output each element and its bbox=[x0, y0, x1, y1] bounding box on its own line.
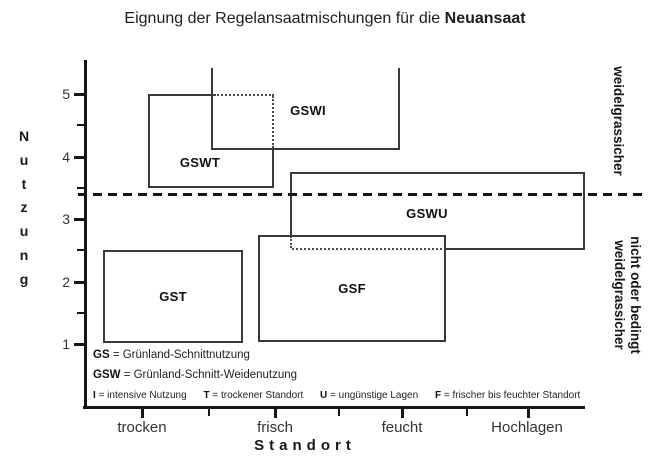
gswu-box-edge-bottom-hidden bbox=[292, 248, 446, 250]
legend-text: = trockener Standort bbox=[212, 390, 304, 401]
chart-title-regular: Eignung der Regelansaatmischungen für di… bbox=[124, 10, 445, 27]
legend-item: I = intensive Nutzung bbox=[93, 390, 187, 401]
x-tick-label: feucht bbox=[381, 419, 423, 436]
y-tick-label: 2 bbox=[62, 274, 70, 290]
gsf-box: GSF bbox=[258, 235, 446, 342]
y-tick-minor bbox=[77, 187, 85, 189]
right-label-nicht-weidelgrassicher: nicht oder bedingt weidelgrassicher bbox=[611, 225, 643, 365]
gst-label: GST bbox=[159, 289, 187, 304]
y-tick-minor bbox=[77, 249, 85, 251]
legend-key: GS bbox=[93, 349, 110, 361]
legend-text: = Grünland-Schnittnutzung bbox=[112, 349, 250, 361]
y-tick-minor bbox=[77, 124, 85, 126]
right-label-line2: weidelgrassicher bbox=[612, 240, 627, 350]
x-tick-major bbox=[527, 406, 530, 418]
x-tick-major bbox=[401, 406, 404, 418]
gswi-label: GSWI bbox=[290, 103, 326, 118]
legend-item: U = ungünstige Lagen bbox=[320, 390, 418, 401]
gswi-box-edge-left bbox=[211, 68, 213, 150]
y-axis-title-letter: N bbox=[18, 128, 30, 144]
y-tick-label: 4 bbox=[62, 149, 70, 165]
y-tick-major bbox=[74, 218, 85, 221]
x-tick-minor bbox=[338, 406, 340, 416]
legend-line-gsw: GSW = Grünland-Schnitt-Weidenutzung bbox=[93, 369, 297, 381]
y-tick-label: 1 bbox=[62, 336, 70, 352]
gswu-box-edge-bottom bbox=[446, 248, 585, 250]
gswu-box-edge-left bbox=[290, 172, 292, 236]
x-tick-minor bbox=[466, 406, 468, 416]
gswt-box-edge-right-hidden bbox=[272, 96, 274, 148]
x-tick-label: frisch bbox=[257, 419, 293, 436]
x-tick-label: Hochlagen bbox=[491, 419, 563, 436]
y-axis-line bbox=[84, 60, 87, 409]
y-tick-major bbox=[74, 93, 85, 96]
legend-key: F bbox=[434, 390, 442, 401]
x-axis-title: Standort bbox=[254, 437, 356, 454]
x-tick-major bbox=[141, 406, 144, 418]
y-axis-title-letter: t bbox=[21, 175, 27, 192]
gswu-box-edge-right bbox=[583, 172, 585, 250]
y-tick-minor bbox=[77, 312, 85, 314]
legend-line-gs: GS = Grünland-Schnittnutzung bbox=[93, 349, 250, 361]
gswt-box-edge-top-hidden bbox=[214, 94, 274, 96]
y-axis-title: N u t z u n g bbox=[14, 125, 34, 292]
legend-text: = Grünland-Schnitt-Weidenutzung bbox=[123, 369, 298, 381]
gswu-box-edge-top bbox=[290, 172, 585, 174]
legend-item: F = frischer bis feuchter Standort bbox=[435, 390, 580, 401]
y-axis-title-letter: u bbox=[19, 151, 29, 168]
legend-text: = intensive Nutzung bbox=[98, 390, 187, 401]
legend-item: T = trockener Standort bbox=[203, 390, 303, 401]
chart-title-bold: Neuansaat bbox=[444, 10, 526, 27]
y-tick-major bbox=[74, 156, 85, 159]
y-tick-major bbox=[74, 281, 85, 284]
gsf-label: GSF bbox=[338, 281, 366, 296]
x-axis-line bbox=[83, 406, 585, 409]
gswt-box-edge-right bbox=[272, 148, 274, 188]
gswt-label: GSWT bbox=[179, 155, 221, 170]
y-tick-label: 5 bbox=[62, 86, 70, 102]
right-label-weidelgrassicher: weidelgrassicher bbox=[611, 66, 626, 176]
legend-text: = ungünstige Lagen bbox=[330, 390, 419, 401]
separator-dashed-line bbox=[78, 193, 648, 196]
x-tick-label: trocken bbox=[117, 419, 167, 436]
y-tick-label: 3 bbox=[62, 211, 70, 227]
y-axis-title-letter: u bbox=[19, 223, 29, 240]
legend-key: U bbox=[320, 390, 328, 401]
chart-title: Eignung der Regelansaatmischungen für di… bbox=[0, 10, 650, 28]
right-label-line1: nicht oder bedingt bbox=[628, 236, 643, 354]
x-tick-minor bbox=[208, 406, 210, 416]
gst-box: GST bbox=[103, 250, 243, 343]
gswu-box-edge-left-hidden bbox=[290, 236, 292, 248]
gswt-box-edge-bottom bbox=[148, 186, 274, 188]
gswi-box-edge-bottom bbox=[211, 148, 400, 150]
gswt-box-edge-left bbox=[148, 94, 150, 188]
legend-key: T bbox=[203, 390, 210, 401]
x-tick-major bbox=[274, 406, 277, 418]
legend-key: GSW bbox=[93, 369, 121, 381]
gswt-box-edge-top bbox=[148, 94, 214, 96]
gswu-label: GSWU bbox=[406, 206, 448, 221]
y-tick-major bbox=[74, 343, 85, 346]
legend-key: I bbox=[93, 390, 96, 401]
y-axis-title-letter: n bbox=[19, 246, 29, 263]
y-axis-title-letter: g bbox=[19, 270, 29, 287]
y-axis-title-letter: z bbox=[20, 199, 28, 216]
legend-text: = frischer bis feuchter Standort bbox=[443, 390, 581, 401]
legend-line-ituf: I = intensive Nutzung T = trockener Stan… bbox=[93, 390, 594, 401]
gswi-box-edge-right bbox=[398, 68, 400, 150]
